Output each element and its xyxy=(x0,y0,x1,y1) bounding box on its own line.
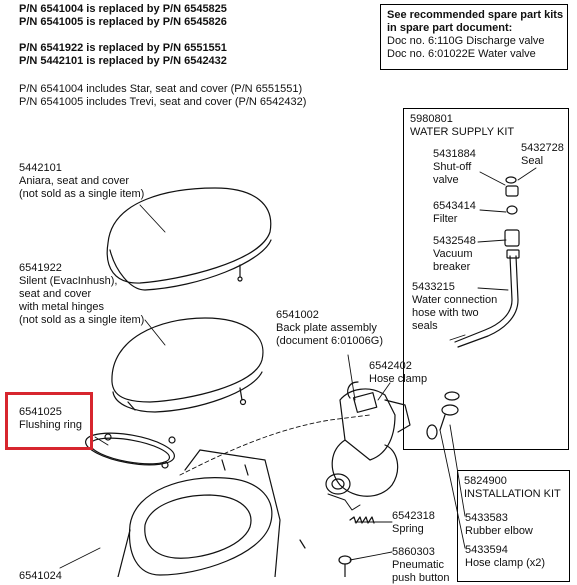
spare-parts-title-1: See recommended spare part kits xyxy=(387,9,564,21)
silent-label-4: (not sold as a single item) xyxy=(19,314,145,326)
hose-clamp-number: 6542402 xyxy=(369,360,412,372)
spare-parts-doc-1: Doc no. 6:110G Discharge valve xyxy=(387,35,545,47)
shut-off-valve-number: 5431884 xyxy=(433,148,476,160)
spare-parts-title-2: in spare part document: xyxy=(387,22,513,34)
vacuum-breaker-label-1: Vacuum xyxy=(433,248,473,260)
flushing-ring-highlight-box xyxy=(5,392,93,450)
water-kit-number: 5980801 xyxy=(410,113,453,125)
silent-label-3: with metal hinges xyxy=(19,301,104,313)
flushing-ring-shape xyxy=(85,432,176,469)
spring-number: 6542318 xyxy=(392,510,435,522)
push-button-label-1: Pneumatic xyxy=(392,559,444,571)
water-kit-parts-shape xyxy=(454,176,520,348)
hose-clamp-shape xyxy=(426,391,460,440)
replacement-note-3: P/N 6541922 is replaced by P/N 6551551 xyxy=(19,42,227,54)
vacuum-breaker-number: 5432548 xyxy=(433,235,476,247)
back-plate-assembly-shape xyxy=(325,381,411,511)
shut-off-valve-label-2: valve xyxy=(433,174,459,186)
spring-label: Spring xyxy=(392,523,424,535)
rubber-elbow-number: 5433583 xyxy=(465,512,508,524)
replacement-note-1: P/N 6541004 is replaced by P/N 6545825 xyxy=(19,3,227,15)
push-button-shape xyxy=(299,539,352,577)
spare-parts-doc-2: Doc no. 6:01022E Water valve xyxy=(387,48,536,60)
spring-shape xyxy=(349,516,375,524)
installation-kit-box: 5824900 INSTALLATION KIT xyxy=(457,470,570,582)
back-plate-label-1: Back plate assembly xyxy=(276,322,377,334)
water-kit-title: WATER SUPPLY KIT xyxy=(410,126,515,138)
seal-number: 5432728 xyxy=(521,142,564,154)
water-hose-number: 5433215 xyxy=(412,281,455,293)
filter-label: Filter xyxy=(433,213,458,225)
hose-dashed xyxy=(179,414,371,476)
leader-lines xyxy=(59,167,537,569)
replacement-note-2: P/N 6541005 is replaced by P/N 6545826 xyxy=(19,16,227,28)
aniara-number: 5442101 xyxy=(19,162,62,174)
hose-clamp-label: Hose clamp xyxy=(369,373,428,385)
includes-note-2: P/N 6541005 includes Trevi, seat and cov… xyxy=(19,96,307,108)
water-supply-kit-box: 5980801 WATER SUPPLY KIT xyxy=(403,108,569,450)
shut-off-valve-label-1: Shut-off xyxy=(433,161,472,173)
water-hose-label-3: seals xyxy=(412,320,438,332)
silent-label-2: seat and cover xyxy=(19,288,92,300)
aniara-cover-shape xyxy=(106,187,272,291)
silent-seat-cover-shape xyxy=(111,317,264,413)
flushing-ring-label: Flushing ring xyxy=(19,419,82,431)
silent-number: 6541922 xyxy=(19,262,62,274)
hose-clamp-x2-number: 5433594 xyxy=(465,544,508,556)
install-kit-number: 5824900 xyxy=(464,475,507,487)
back-plate-number: 6541002 xyxy=(276,309,319,321)
rubber-elbow-label: Rubber elbow xyxy=(465,525,533,537)
spare-parts-box: See recommended spare part kits in spare… xyxy=(380,4,568,70)
aniara-label-2: (not sold as a single item) xyxy=(19,188,145,200)
install-kit-title: INSTALLATION KIT xyxy=(464,488,561,500)
push-button-number: 5860303 xyxy=(392,546,435,558)
back-plate-label-2: (document 6:01006G) xyxy=(276,335,384,347)
toilet-bowl-shape xyxy=(117,449,281,577)
water-hose-label-1: Water connection xyxy=(412,294,498,306)
water-hose-label-2: hose with two xyxy=(412,307,479,319)
filter-number: 6543414 xyxy=(433,200,476,212)
hose-clamp-x2-label: Hose clamp (x2) xyxy=(465,557,546,569)
vacuum-breaker-label-2: breaker xyxy=(433,261,471,273)
flushing-ring-number: 6541025 xyxy=(19,406,62,418)
includes-note-1: P/N 6541004 includes Star, seat and cove… xyxy=(19,83,303,95)
seal-label: Seal xyxy=(521,155,544,167)
silent-label-1: Silent (EvacInhush), xyxy=(19,275,118,287)
push-button-label-2: push button xyxy=(392,572,450,584)
replacement-note-4: P/N 5442101 is replaced by P/N 6542432 xyxy=(19,55,227,67)
aniara-label-1: Aniara, seat and cover xyxy=(19,175,130,187)
